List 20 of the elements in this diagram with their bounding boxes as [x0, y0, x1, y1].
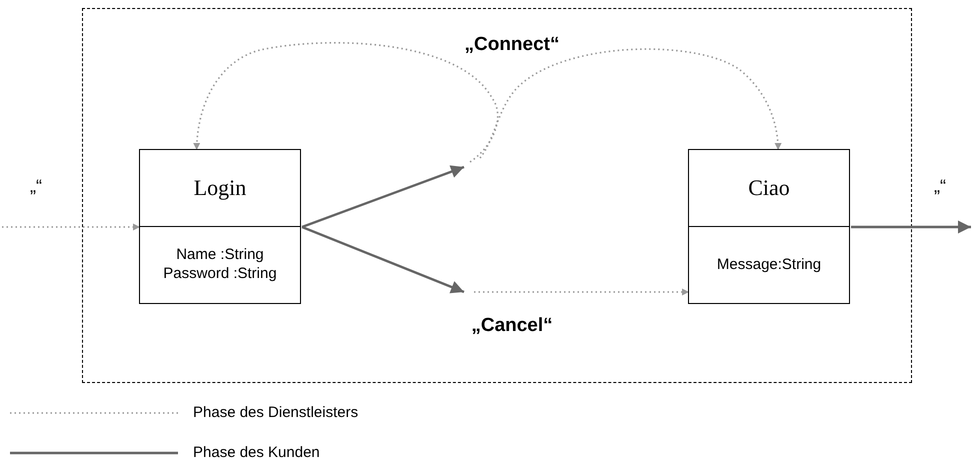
- class-box: [688, 149, 850, 304]
- class-box: [139, 149, 301, 304]
- label-text: „Connect“: [464, 34, 560, 56]
- arrow: [479, 48, 782, 158]
- legend-text: Phase des Kunden: [193, 444, 320, 461]
- label-text: „“: [30, 176, 42, 197]
- class-name: Login: [194, 175, 246, 201]
- legend-text: Phase des Dienstleisters: [193, 404, 358, 421]
- arrow: [474, 288, 689, 296]
- arrow: [851, 220, 971, 234]
- boundary-frame: [82, 8, 912, 383]
- arrow: [193, 42, 498, 163]
- class-name: Ciao: [748, 175, 790, 201]
- arrow: [302, 226, 464, 294]
- arrow: [2, 224, 140, 230]
- class-attributes: Message:String: [716, 256, 822, 274]
- class-attributes: Name :String Password :String: [162, 246, 278, 284]
- label-text: „“: [934, 176, 946, 197]
- label-text: „Cancel“: [471, 315, 553, 337]
- arrow: [302, 165, 464, 228]
